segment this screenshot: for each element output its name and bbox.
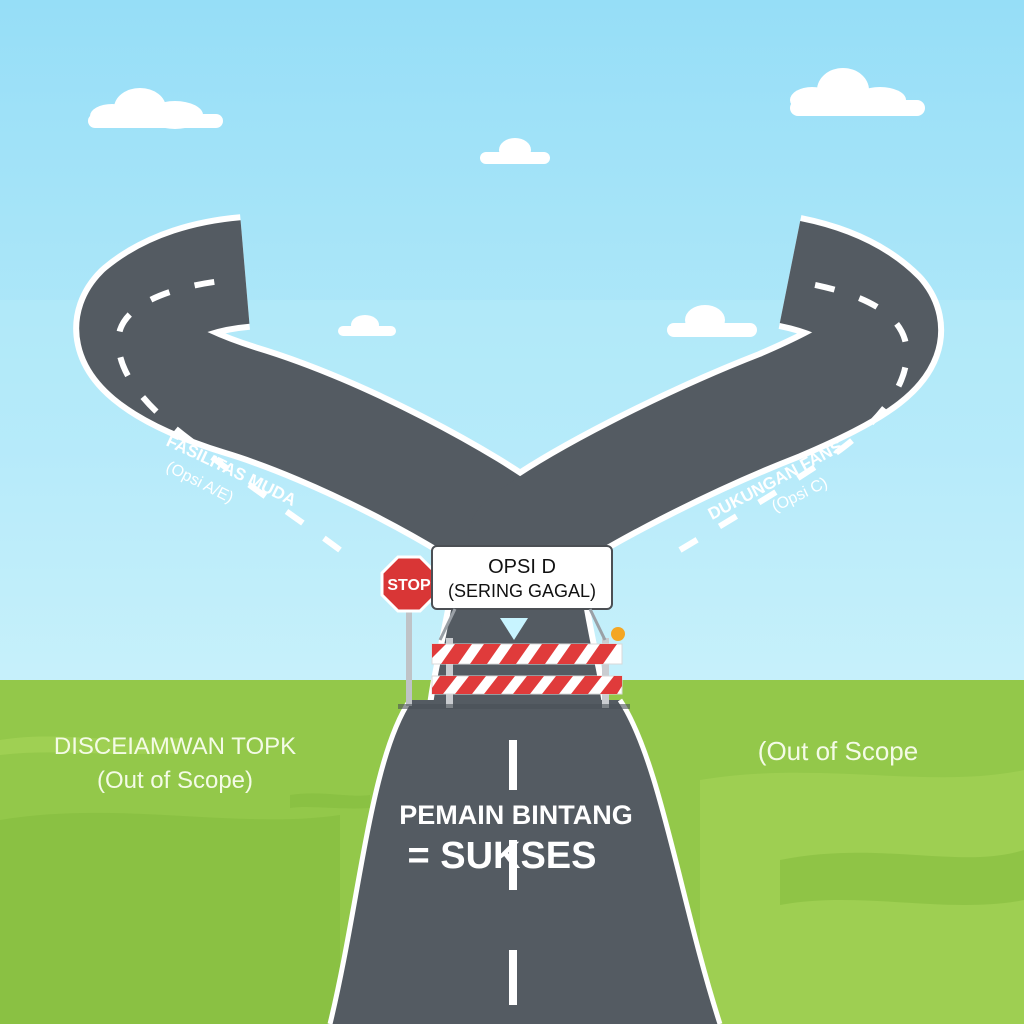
stop-sign-label: STOP: [387, 577, 431, 594]
main-road-result: = SUKSES: [407, 835, 596, 877]
stop-sign: STOP: [380, 555, 438, 706]
left-field-subtitle: (Out of Scope): [97, 767, 253, 794]
grass-patch: [0, 812, 340, 1024]
cloud-icon: [88, 88, 223, 129]
road-network: [73, 214, 944, 1024]
road-barrier: [398, 627, 630, 709]
main-road-title: PEMAIN BINTANG: [399, 800, 633, 830]
cloud-icon: [338, 315, 396, 336]
arrow-icon: [500, 618, 528, 640]
grass-patch: [0, 736, 180, 755]
opsi-d-title: OPSI D: [488, 556, 556, 578]
lane-dashes: [115, 277, 910, 553]
warning-light-icon: [611, 627, 625, 641]
grass-patch: [780, 850, 1024, 905]
barrier-stripes: [432, 644, 617, 664]
opsi-d-sign: OPSI D (SERING GAGAL): [431, 545, 613, 641]
right-field-label: (Out of Scope: [758, 736, 918, 766]
cloud-icon: [790, 68, 925, 116]
opsi-d-subtitle: (SERING GAGAL): [448, 581, 596, 601]
grass-patch: [290, 793, 370, 809]
cloud-icon: [667, 305, 757, 337]
left-field-title: DISCEIAMWAN TOPK: [54, 733, 296, 760]
cloud-icon: [480, 138, 550, 164]
